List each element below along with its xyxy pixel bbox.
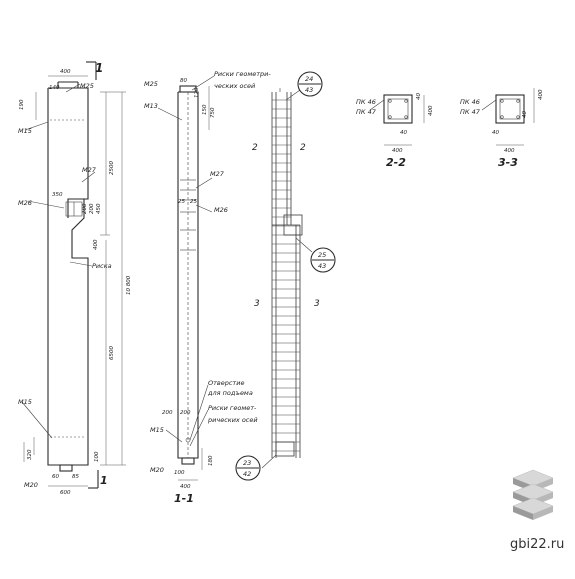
dim-top-width: 400: [60, 69, 71, 75]
stirrups: [272, 99, 300, 452]
reinforcement-cage: 24 43 25 43 23 42 2 2 3 3: [235, 71, 336, 481]
watermark-text: gbi22.ru: [510, 537, 564, 552]
dim-6500: 6500: [109, 346, 115, 360]
dim-350: 350: [52, 192, 63, 198]
mark-m27: М27: [82, 166, 97, 174]
s1-mark-m13: М13: [144, 102, 158, 110]
column-elevation: 1 400 140 190 М25 М15 М27 350 М26 200 20…: [18, 61, 132, 496]
s3-dim-400v: 400: [538, 89, 544, 100]
s2-dim-40b: 40: [400, 130, 407, 136]
s2-dim-400: 400: [392, 148, 403, 154]
section-2-2: ПК 46 ПК 47 40 400 40 400 2-2: [356, 93, 434, 169]
s3-mark-pk46: ПК 46: [460, 98, 480, 106]
dim-600: 600: [60, 490, 71, 496]
mark-m26: М26: [18, 199, 32, 207]
dim-top-plate: 140: [49, 85, 60, 91]
s1-dim-400: 400: [180, 484, 191, 490]
s2-dim-400v: 400: [428, 105, 434, 116]
s2-mark-pk46: ПК 46: [356, 98, 376, 106]
note-axis-line1: Риски геометри-: [214, 70, 271, 78]
note-axis2-line2: рических осей: [207, 416, 258, 424]
callout-bot: [235, 455, 261, 481]
callout-bot-num: 23: [243, 459, 251, 467]
s1-dim-180: 180: [208, 455, 214, 466]
callout-mid-num: 25: [318, 251, 326, 259]
section-1-1-title: 1-1: [174, 492, 194, 505]
s1-mark-m27: М27: [210, 170, 225, 178]
dim-100: 100: [94, 451, 100, 462]
stacked-slabs-logo: [512, 469, 554, 520]
note-axis-line2: ческих осей: [214, 82, 255, 90]
s3-mark-pk47: ПК 47: [460, 108, 481, 116]
s1-dim-150: 150: [202, 104, 208, 115]
mark-m20: М20: [24, 481, 38, 489]
dim-450: 450: [96, 203, 102, 214]
cut-3-right: 3: [314, 299, 320, 309]
section-3-3: ПК 46 ПК 47 40 40 400 400 3-3: [460, 88, 544, 169]
s1-dim-25a: 25: [178, 199, 185, 205]
dim-200-b: 200: [89, 203, 95, 214]
s1-dim-200a: 200: [162, 410, 173, 416]
mark-m15-bottom: М15: [18, 398, 32, 406]
s3-dim-400: 400: [504, 148, 515, 154]
note-hole-line2: для подъема: [207, 389, 253, 397]
callout-mid: [310, 247, 336, 273]
mark-m25: М25: [80, 82, 94, 90]
dim-190: 190: [19, 99, 25, 110]
s2-dim-40: 40: [416, 93, 422, 100]
s1-dim-25b: 25: [190, 199, 197, 205]
dim-320: 320: [27, 449, 33, 460]
callout-top-den: 43: [305, 86, 313, 94]
note-hole-line1: Отверстие: [208, 379, 244, 387]
note-axis2-line1: Риски геомет-: [208, 404, 257, 412]
cut-2-left: 2: [252, 143, 258, 153]
s2-mark-pk47: ПК 47: [356, 108, 377, 116]
section-mark-top: 1: [95, 61, 103, 75]
callout-top: [297, 71, 323, 97]
mark-m15-top: М15: [18, 127, 32, 135]
section-2-2-title: 2-2: [386, 156, 406, 169]
section-mark-bottom: 1: [100, 474, 108, 487]
s1-mark-m15: М15: [150, 426, 164, 434]
dim-60: 60: [52, 474, 59, 480]
s1-mark-m20: М20: [150, 466, 164, 474]
dim-200-a: 200: [82, 203, 88, 214]
section-3-3-title: 3-3: [498, 156, 518, 169]
s1-dim-750: 750: [210, 107, 216, 118]
section-1-1-view: М25 80 120 Риски геометри- ческих осей М…: [144, 70, 271, 505]
cut-2-right: 2: [300, 143, 306, 153]
s1-mark-m25: М25: [144, 80, 158, 88]
label-notch: Риска: [92, 262, 112, 270]
dim-10800: 10 800: [126, 275, 132, 295]
s1-dim-120: 120: [194, 87, 200, 98]
cut-3-left: 3: [254, 299, 260, 309]
dim-2500: 2500: [109, 161, 115, 175]
dim-85: 85: [72, 474, 79, 480]
s3-dim-40: 40: [522, 111, 528, 118]
s3-dim-40b: 40: [492, 130, 499, 136]
s1-dim-80: 80: [180, 78, 187, 84]
s1-dim-100: 100: [174, 470, 185, 476]
s1-dim-200b: 200: [180, 410, 191, 416]
s1-mark-m26: М26: [214, 206, 228, 214]
dim-400-side: 400: [93, 239, 99, 250]
callout-bot-den: 42: [243, 470, 251, 478]
callout-top-num: 24: [305, 75, 313, 83]
callout-mid-den: 43: [318, 262, 326, 270]
